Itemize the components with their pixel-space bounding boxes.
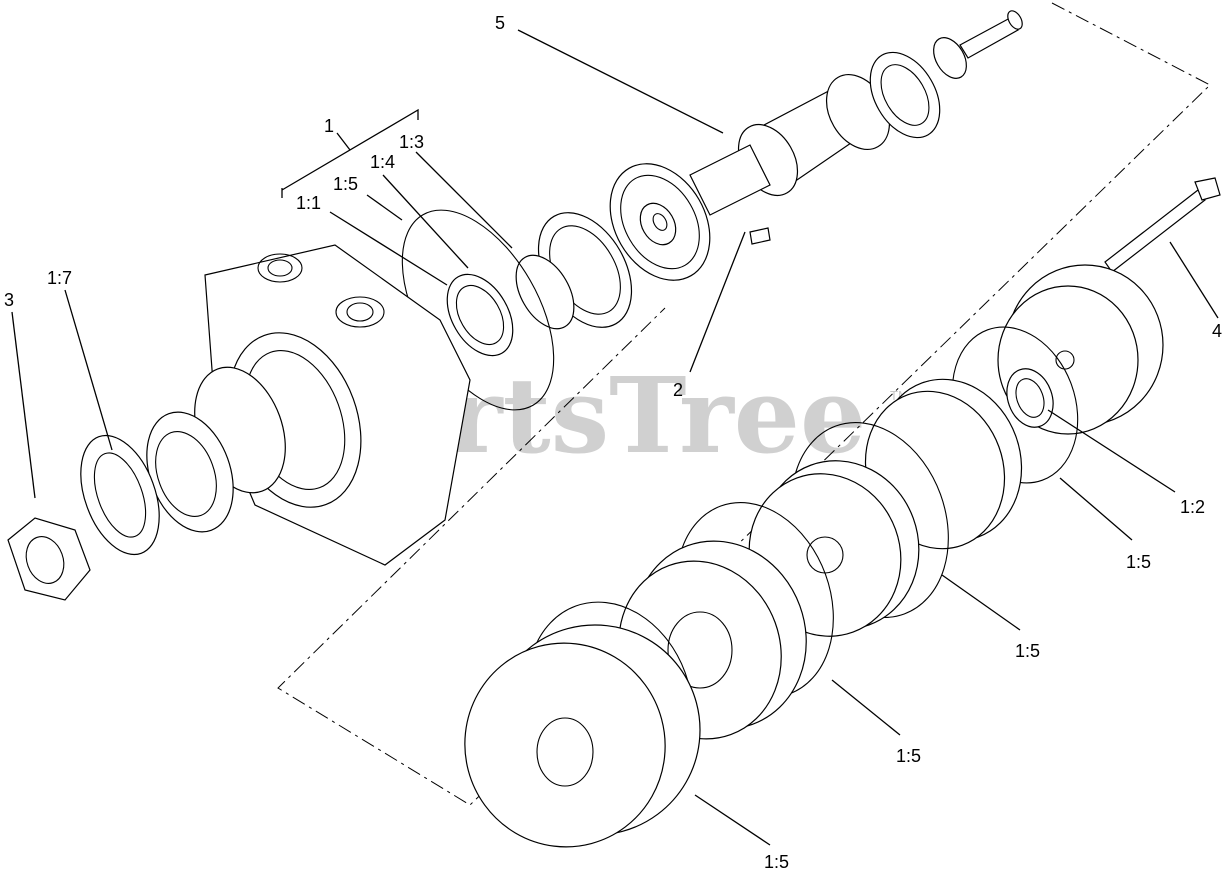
callout-1-7[interactable]: 1:7 <box>47 268 72 288</box>
callout-1-5-right[interactable]: 1:5 <box>1126 552 1151 572</box>
part-nut[interactable] <box>7 517 91 601</box>
callout-3[interactable]: 3 <box>4 290 14 310</box>
part-shaft-assembly[interactable] <box>689 8 1025 216</box>
callout-1-5-top[interactable]: 1:5 <box>333 174 358 194</box>
callout-1-5-mid[interactable]: 1:5 <box>1015 641 1040 661</box>
part-key[interactable] <box>749 227 771 245</box>
leader-lines <box>11 29 1219 846</box>
part-bolt[interactable] <box>1104 177 1221 273</box>
assembly-boundary <box>277 2 1211 806</box>
callout-4[interactable]: 4 <box>1212 321 1222 341</box>
callout-1-2[interactable]: 1:2 <box>1180 497 1205 517</box>
part-drive-bearing[interactable] <box>590 146 730 298</box>
callout-1-5-bottom[interactable]: 1:5 <box>764 852 789 872</box>
callout-1-4[interactable]: 1:4 <box>370 152 395 172</box>
callout-1-3[interactable]: 1:3 <box>399 132 424 152</box>
callout-5[interactable]: 5 <box>495 13 505 33</box>
callout-2[interactable]: 2 <box>673 380 683 400</box>
callout-1-5-lower[interactable]: 1:5 <box>896 746 921 766</box>
callout-1-1[interactable]: 1:1 <box>296 193 321 213</box>
part-shaft-seal[interactable] <box>66 425 174 565</box>
callout-1[interactable]: 1 <box>324 116 334 136</box>
part-wear-plate[interactable] <box>442 579 724 870</box>
part-seal-set[interactable] <box>371 185 651 436</box>
